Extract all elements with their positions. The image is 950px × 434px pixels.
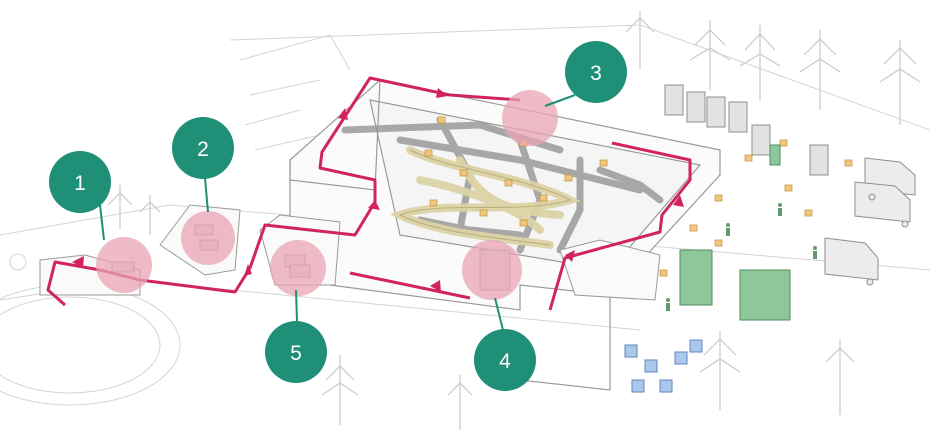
marker-3[interactable]: 3	[544, 41, 627, 107]
marker-2-label: 2	[197, 138, 209, 161]
marker-2[interactable]: 2	[172, 117, 234, 213]
blue-vehicles	[624, 339, 703, 393]
marker-4[interactable]: 4	[474, 297, 536, 391]
marker-4-label: 4	[499, 350, 511, 373]
marker-3-label: 3	[590, 62, 602, 85]
zone-5-highlight	[270, 240, 326, 296]
conveyor-network	[341, 116, 664, 254]
conveyor-boxes	[424, 116, 853, 277]
trucks	[824, 157, 916, 286]
marker-1[interactable]: 1	[49, 151, 111, 241]
highlight-zones	[96, 90, 558, 300]
trees	[107, 10, 921, 430]
zone-1-highlight	[96, 237, 152, 293]
zone-3-highlight	[502, 90, 558, 146]
marker-5[interactable]: 5	[265, 289, 327, 383]
marker-5-label: 5	[290, 342, 302, 365]
flow-arrows	[72, 88, 684, 292]
zone-2-highlight	[181, 211, 235, 265]
workers	[666, 203, 817, 311]
green-vehicles	[679, 144, 791, 321]
marker-1-label: 1	[74, 172, 86, 195]
storage-blocks	[664, 84, 829, 176]
zone-4-highlight	[462, 240, 522, 300]
